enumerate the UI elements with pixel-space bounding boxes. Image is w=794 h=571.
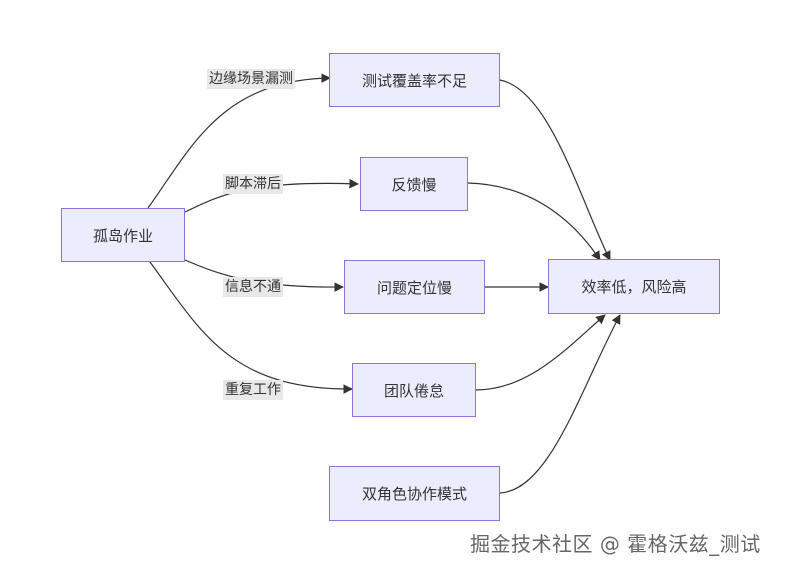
edge-feedback-to-efficiency <box>467 182 601 261</box>
edge-coverage-to-efficiency <box>499 79 611 261</box>
edge-fatigue-to-efficiency <box>475 314 606 391</box>
label-info-blocked: 信息不通 <box>223 277 283 297</box>
watermark: 掘金技术社区 @ 霍格沃兹_测试 <box>470 532 761 556</box>
node-low-efficiency: 效率低，风险高 <box>548 259 720 314</box>
node-team-fatigue: 团队倦怠 <box>352 363 476 417</box>
label-repetitive-work: 重复工作 <box>223 380 283 400</box>
node-slow-feedback: 反馈慢 <box>360 157 468 211</box>
node-isolated-work: 孤岛作业 <box>61 208 185 262</box>
label-script-lag: 脚本滞后 <box>223 174 283 194</box>
node-dual-role: 双角色协作模式 <box>329 466 500 521</box>
node-slow-locate: 问题定位慢 <box>344 260 485 314</box>
edge-isolated-to-fatigue <box>149 261 353 394</box>
node-test-coverage: 测试覆盖率不足 <box>329 53 500 107</box>
edge-dualrole-to-efficiency <box>499 314 621 494</box>
label-edge-cases: 边缘场景漏测 <box>207 69 295 89</box>
